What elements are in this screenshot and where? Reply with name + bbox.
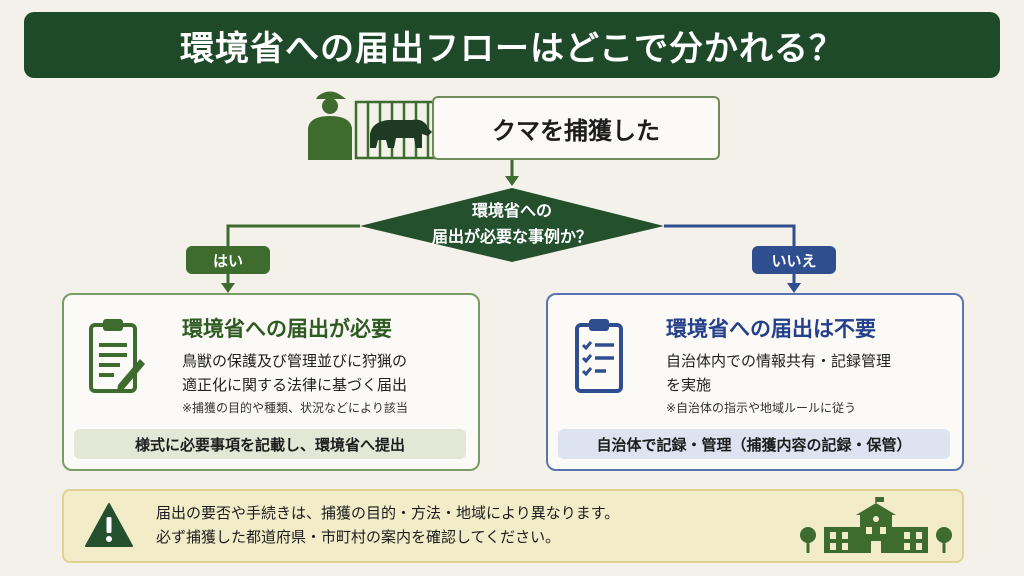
arrowhead-no xyxy=(787,283,801,293)
decision-label: 環境省への 届出が必要な事例か？ xyxy=(392,198,632,252)
notice-line1: 届出の要否や手続きは、捕獲の目的・方法・地域により異なります。 xyxy=(156,504,620,522)
yes-card-title: 環境省への届出が必要 xyxy=(182,317,392,341)
arrowhead-yes xyxy=(221,283,235,293)
yes-card-line1: 鳥獣の保護及び管理並びに狩猟の xyxy=(182,352,408,370)
yes-branch-badge: はい xyxy=(186,246,270,274)
title-banner: 環境省への届出フローはどこで分かれる？ xyxy=(24,12,1000,78)
warning-icon xyxy=(85,503,133,547)
yes-card-line2: 適正化に関する法律に基づく届出 xyxy=(182,376,408,394)
decision-diamond xyxy=(360,188,664,262)
no-card-line2: を実施 xyxy=(666,376,712,394)
connector-no-top xyxy=(664,224,796,246)
no-card-line1: 自治体内での情報共有・記録管理 xyxy=(666,352,892,370)
notice-line2: 必ず捕獲した都道府県・市町村の案内を確認してください。 xyxy=(156,528,561,546)
clipboard-pen-icon xyxy=(89,319,145,393)
connector-yes-top xyxy=(226,224,360,246)
no-action-strip: 自治体で記録・管理（捕獲内容の記録・保管） xyxy=(558,429,950,459)
yes-result-card: 環境省への届出が必要 鳥獣の保護及び管理並びに狩猟の 適正化に関する法律に基づく… xyxy=(62,293,480,471)
yes-action-strip: 様式に必要事項を記載し、環境省へ提出 xyxy=(74,429,466,459)
arrowhead-decision xyxy=(505,176,519,186)
government-building-icon xyxy=(800,497,952,553)
start-box: クマを捕獲した xyxy=(432,96,720,160)
no-result-card: 環境省への届出は不要 自治体内での情報共有・記録管理 を実施 ※自治体の指示や地… xyxy=(546,293,964,471)
start-label: クマを捕獲した xyxy=(492,116,660,145)
decision-line2: 届出が必要な事例か？ xyxy=(431,227,592,246)
no-branch-badge: いいえ xyxy=(752,246,836,274)
page-title: 環境省への届出フローはどこで分かれる？ xyxy=(180,28,844,69)
decision-line1: 環境省への xyxy=(471,201,552,220)
no-card-title: 環境省への届出は不要 xyxy=(666,317,876,341)
no-card-note: ※自治体の指示や地域ルールに従う xyxy=(666,401,857,415)
checklist-clipboard-icon xyxy=(575,319,623,393)
yes-card-note: ※捕獲の目的や種類、状況などにより該当 xyxy=(182,401,408,415)
hunter-bear-cage-illustration xyxy=(308,91,440,160)
notice-box: 届出の要否や手続きは、捕獲の目的・方法・地域により異なります。 必ず捕獲した都道… xyxy=(62,489,964,563)
